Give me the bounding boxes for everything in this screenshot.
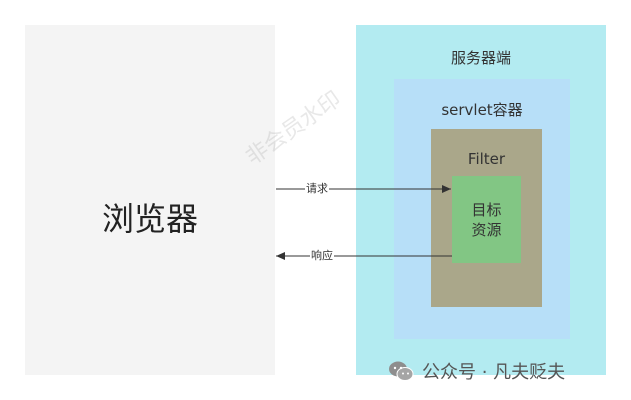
browser-box: 浏览器 [25, 25, 275, 375]
browser-label: 浏览器 [101, 200, 198, 238]
request-label: 请求 [305, 182, 329, 195]
wechat-icon [389, 361, 414, 381]
target-resource-line1: 目标 [471, 201, 502, 219]
footer-attribution: 公众号 · 凡夫贬夫 [388, 358, 565, 384]
response-label: 响应 [310, 249, 334, 262]
footer-text: 公众号 · 凡夫贬夫 [422, 362, 566, 383]
target-resource-label: 目标 资源 [452, 200, 521, 240]
filter-label: Filter [467, 150, 506, 168]
target-resource-box [452, 176, 521, 263]
servlet-container-label: servlet容器 [441, 101, 523, 119]
target-resource-line2: 资源 [471, 221, 502, 239]
server-label: 服务器端 [450, 49, 511, 67]
